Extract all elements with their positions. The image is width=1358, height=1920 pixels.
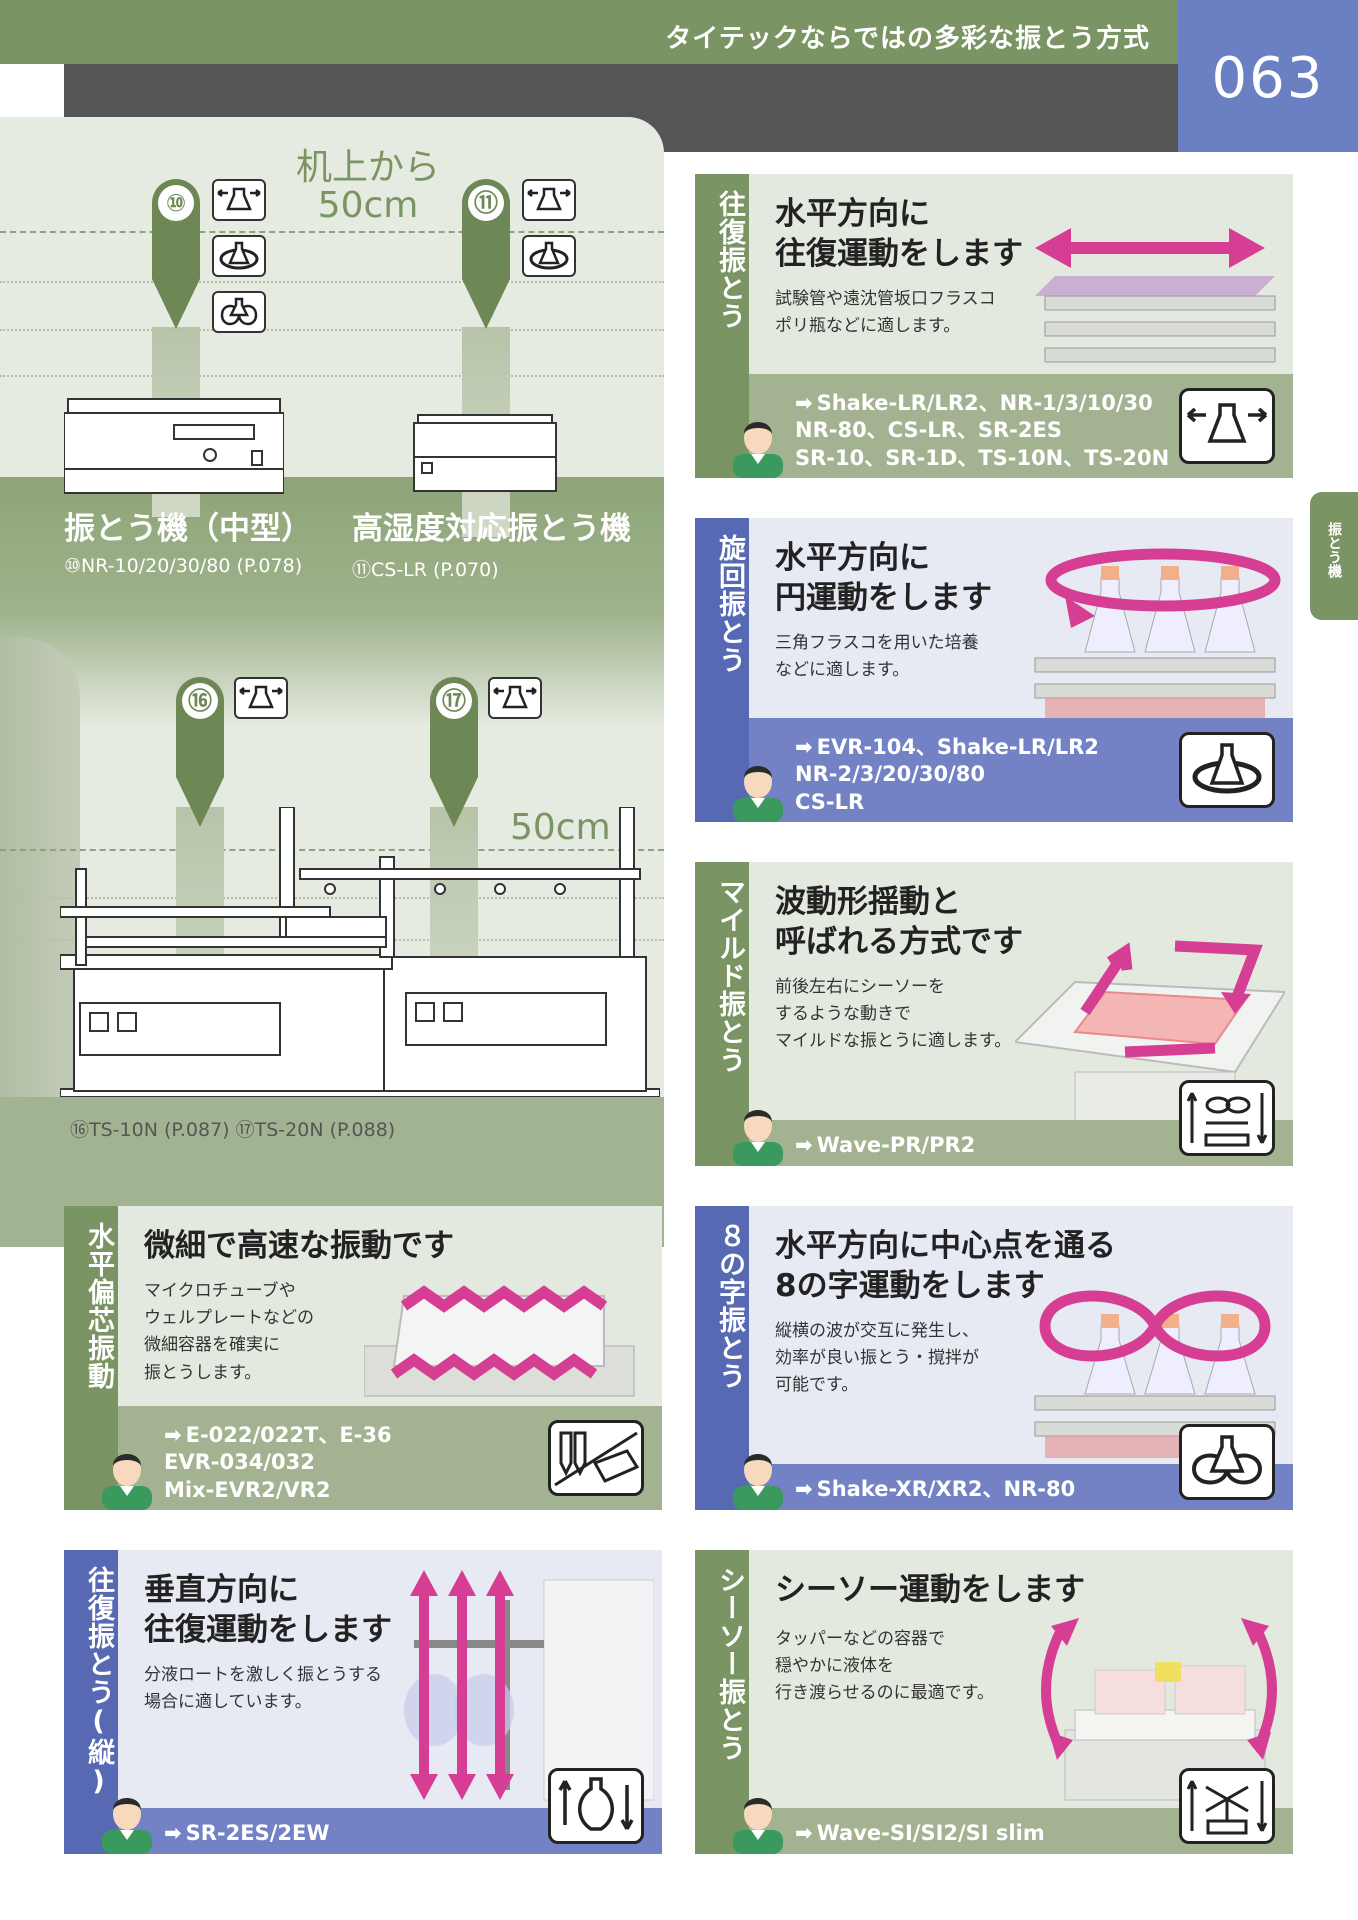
reciprocal-icon: [234, 677, 288, 719]
staff-avatar: [98, 1444, 156, 1510]
card-title: 波動形揺動と 呼ばれる方式です: [775, 884, 1023, 961]
card-title: 水平方向に 往復運動をします: [775, 196, 1023, 273]
card-description: 前後左右にシーソーを するような動きで マイルドな振とうに適します。: [775, 977, 1012, 1052]
figure-eight-icon: [1179, 1424, 1275, 1500]
card-model-list: ➡E-022/022T、E-36 EVR-034/032 Mix-EVR2/VR…: [164, 1423, 392, 1502]
marker-pin-16: ⑯: [176, 677, 224, 827]
product-name-medium-shaker: 振とう機（中型）: [64, 511, 312, 547]
guide-line: [0, 281, 664, 283]
card-model-list: ➡Shake-LR/LR2、NR-1/3/10/30 NR-80、CS-LR、S…: [795, 391, 1170, 470]
card-side-label: シーソー振とう: [695, 1550, 749, 1854]
large-shaker-illustration: [60, 807, 660, 1097]
staff-avatar: [98, 1788, 156, 1854]
humidity-shaker-illustration: [412, 413, 558, 493]
card-description: 分液ロートを激しく振とうする 場合に適しています。: [144, 1665, 382, 1713]
reciprocal-icon: [1179, 388, 1275, 464]
card-title: 微細で高速な振動です: [144, 1228, 454, 1264]
product-models-large: ⑯TS-10N (P.087) ⑰TS-20N (P.088): [70, 1119, 396, 1141]
reciprocal-icon: [488, 677, 542, 719]
card-reciprocal-shaking: 往復振とう 水平方向に 往復運動をします 試験管や遠沈管坂口フラスコ ポリ瓶など…: [695, 174, 1293, 478]
rotary-icon: [522, 235, 576, 277]
card-side-label: マイルド振とう: [695, 862, 749, 1166]
height-guide-line: [0, 849, 664, 851]
guide-line: [0, 897, 664, 899]
page-title: タイテックならではの多彩な振とう方式: [665, 24, 1150, 54]
rotary-icon: [212, 235, 266, 277]
marker-pin-17: ⑰: [430, 677, 478, 827]
staff-avatar: [729, 412, 787, 478]
card-title: シーソー運動をします: [775, 1572, 1085, 1608]
reciprocal-icon: [212, 179, 266, 221]
card-title: 水平方向に 円運動をします: [775, 540, 992, 617]
card-seesaw-shaking: シーソー振とう シーソー運動をします タッパーなどの容器で 穏やかに液体を 行き…: [695, 1550, 1293, 1854]
card-model-list: ➡Wave-PR/PR2: [795, 1133, 976, 1157]
marker-number: ⑰: [436, 683, 472, 719]
rotary-icon: [1179, 732, 1275, 808]
card-vertical-reciprocal: 往復振とう(縦) 垂直方向に 往復運動をします 分液ロートを激しく振とうする 場…: [64, 1550, 662, 1854]
card-side-label: 往復振とう(縦): [64, 1550, 118, 1854]
card-side-label: 水平偏芯振動: [64, 1206, 118, 1510]
staff-avatar: [729, 1100, 787, 1166]
card-model-list: ➡SR-2ES/2EW: [164, 1821, 330, 1845]
height-label-desk: 机上から 50cm: [296, 147, 441, 226]
staff-avatar: [729, 1444, 787, 1510]
medium-shaker-illustration: [64, 395, 284, 495]
side-tab-label: 振とう機: [1326, 522, 1342, 578]
staff-avatar: [729, 756, 787, 822]
height-comparison-panel: ⑩ ⑪ ⑯ ⑰ 机上から 50cm 50cm: [0, 117, 664, 1247]
card-description: タッパーなどの容器で 穏やかに液体を 行き渡らせるのに最適です。: [775, 1629, 994, 1704]
card-figure-eight-shaking: ８の字振とう 水平方向に中心点を通る 8の字運動をします 縦横の波が交互に発生し…: [695, 1206, 1293, 1510]
figure-eight-icon: [212, 291, 266, 333]
product-name-humidity-shaker: 高湿度対応振とう機: [352, 511, 631, 547]
marker-pin-11: ⑪: [462, 179, 510, 329]
seesaw-icon: [1179, 1768, 1275, 1844]
height-guide-line: [0, 231, 664, 233]
card-side-label: ８の字振とう: [695, 1206, 749, 1510]
wave-icon: [1179, 1080, 1275, 1156]
card-model-list: ➡EVR-104、Shake-LR/LR2 NR-2/3/20/30/80 CS…: [795, 735, 1099, 814]
separatory-funnel-illustration: [394, 1560, 654, 1810]
card-side-label: 往復振とう: [695, 174, 749, 478]
card-description: 試験管や遠沈管坂口フラスコ ポリ瓶などに適します。: [775, 289, 996, 337]
page-number: 063: [1211, 46, 1325, 111]
card-description: マイクロチューブや ウェルプレートなどの 微細容器を確実に 振とうします。: [144, 1281, 314, 1383]
product-model-humidity-shaker: ⑪CS-LR (P.070): [352, 559, 499, 581]
card-model-list: ➡Wave-SI/SI2/SI slim: [795, 1821, 1045, 1845]
page-number-box: 063: [1178, 0, 1358, 152]
product-band: [0, 477, 664, 727]
marker-pin-10: ⑩: [152, 179, 200, 329]
staff-avatar: [729, 1788, 787, 1854]
card-description: 縦横の波が交互に発生し、 効率が良い振とう・撹拌が 可能です。: [775, 1321, 979, 1396]
guide-line: [0, 329, 664, 331]
microplate-illustration: [364, 1256, 654, 1406]
side-tab[interactable]: 振とう機: [1310, 492, 1358, 620]
test-tube-rack-illustration: [1035, 226, 1285, 376]
marker-number: ⑯: [182, 683, 218, 719]
vertical-icon: [548, 1768, 644, 1844]
card-title: 水平方向に中心点を通る 8の字運動をします: [775, 1228, 1116, 1305]
product-model-medium-shaker: ⑩NR-10/20/30/80 (P.078): [64, 555, 303, 577]
marker-number: ⑪: [468, 185, 504, 221]
height-label-50cm: 50cm: [510, 807, 611, 848]
flask-rack-illustration: [1025, 538, 1285, 728]
header-band: [0, 0, 1178, 64]
card-side-label: 旋回振とう: [695, 518, 749, 822]
guide-line: [0, 375, 664, 377]
card-eccentric-vibration: 水平偏芯振動 微細で高速な振動です マイクロチューブや ウェルプレートなどの 微…: [64, 1206, 662, 1510]
marker-number: ⑩: [158, 185, 194, 221]
card-title: 垂直方向に 往復運動をします: [144, 1572, 392, 1649]
card-mild-shaking: マイルド振とう 波動形揺動と 呼ばれる方式です 前後左右にシーソーを するような…: [695, 862, 1293, 1166]
reciprocal-icon: [522, 179, 576, 221]
card-rotary-shaking: 旋回振とう 水平方向に 円運動をします 三角フラスコを用いた培養 などに適します…: [695, 518, 1293, 822]
microtube-icon: [548, 1420, 644, 1496]
card-model-list: ➡Shake-XR/XR2、NR-80: [795, 1477, 1076, 1501]
card-description: 三角フラスコを用いた培養 などに適します。: [775, 633, 979, 681]
